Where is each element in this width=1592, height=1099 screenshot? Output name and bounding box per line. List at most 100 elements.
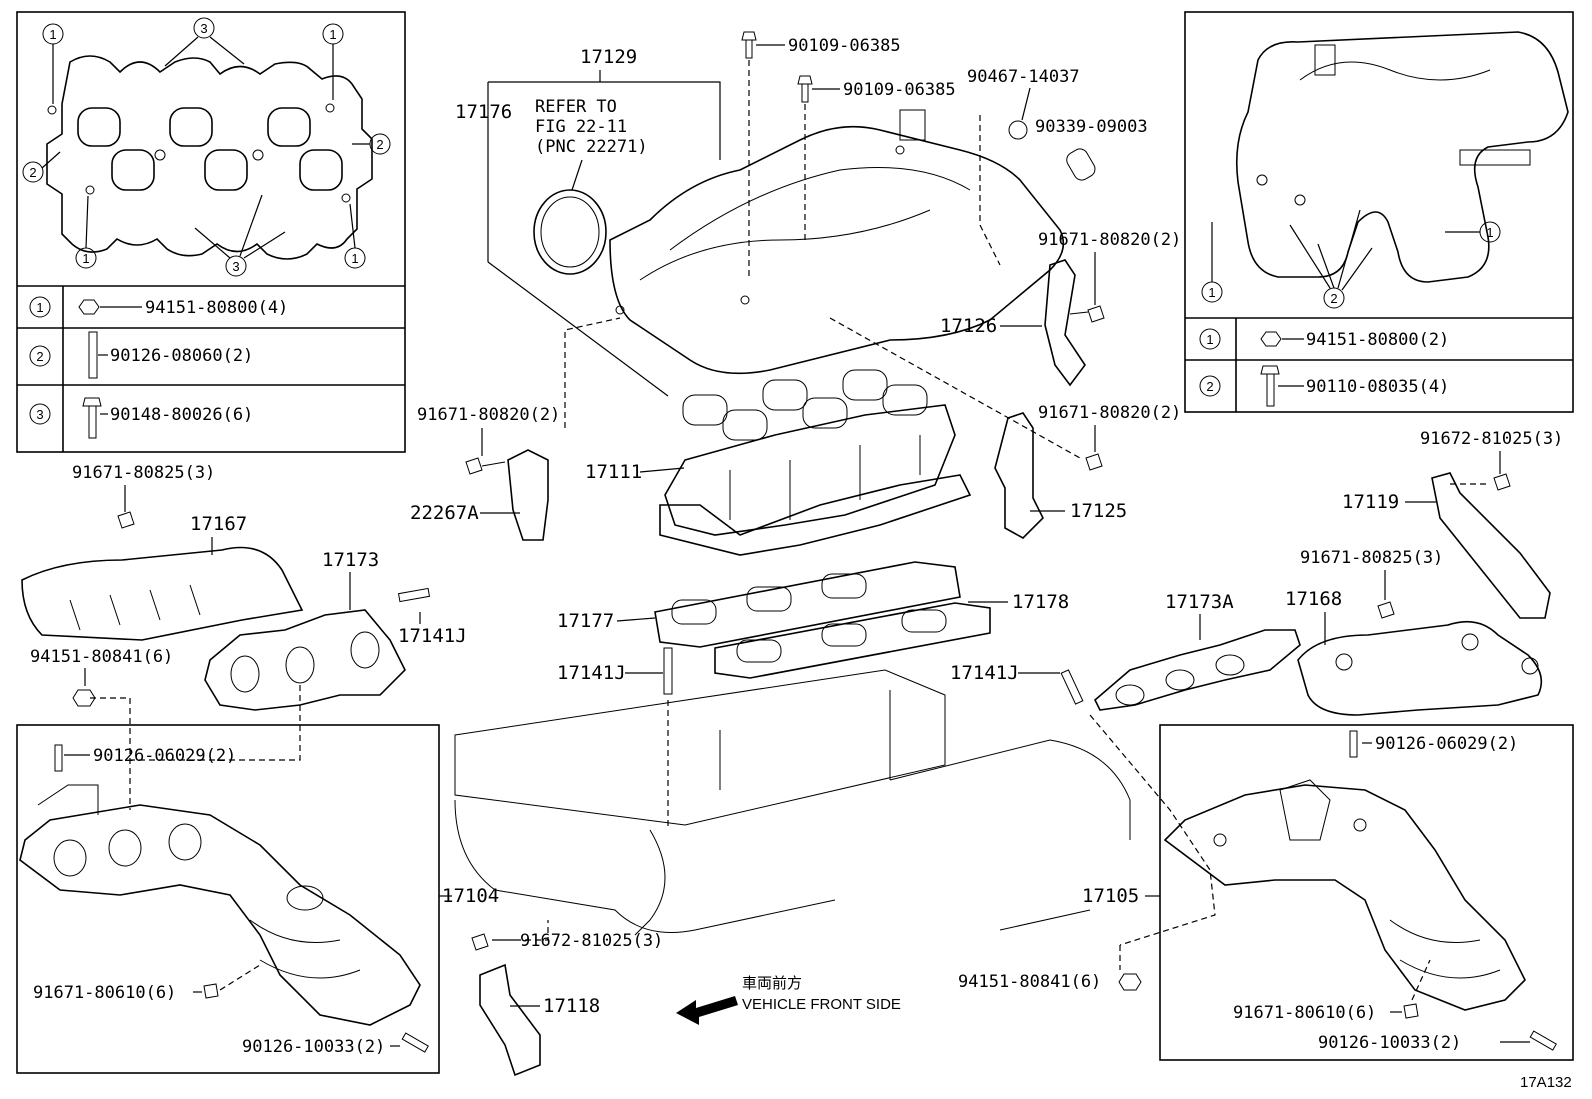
label-17168: 17168 bbox=[1285, 588, 1342, 610]
bracket-17125 bbox=[994, 412, 1044, 539]
stud-90126-06029-b bbox=[1349, 730, 1358, 758]
arrow-left-icon bbox=[676, 996, 738, 1025]
inset-left: 1 3 1 2 2 1 3 1 bbox=[16, 11, 406, 453]
exhaust-manifold-box-right bbox=[1159, 724, 1574, 1061]
legend-row-1: 1 94151-80800(2) bbox=[1199, 328, 1449, 350]
svg-text:車両前方: 車両前方 bbox=[742, 975, 802, 992]
label-17141J-left: 17141J bbox=[398, 625, 467, 647]
svg-text:94151-80800(4): 94151-80800(4) bbox=[145, 298, 288, 318]
bracket-22267A bbox=[507, 449, 549, 541]
label-91672-81025: 91672-81025(3) bbox=[520, 931, 663, 951]
callout-2-right: 2 bbox=[352, 133, 391, 155]
callout-1-bottomleft: 1 bbox=[75, 195, 97, 269]
label-17119: 17119 bbox=[1342, 491, 1399, 513]
bracket-17126 bbox=[1044, 259, 1086, 387]
bolt-91671-80610-a bbox=[203, 983, 219, 999]
callout-3-bottom: 3 bbox=[194, 194, 286, 277]
refer-note: REFER TO FIG 22-11 (PNC 22271) bbox=[535, 97, 648, 157]
svg-text:1: 1 bbox=[329, 27, 336, 42]
svg-text:2: 2 bbox=[376, 137, 383, 152]
callout-1-topleft: 1 bbox=[42, 23, 64, 104]
bolt-icon bbox=[82, 397, 102, 439]
svg-text:(PNC 22271): (PNC 22271) bbox=[535, 137, 648, 157]
svg-text:2: 2 bbox=[29, 165, 36, 180]
svg-text:1: 1 bbox=[1486, 225, 1493, 240]
bolt-91672-81025 bbox=[471, 933, 489, 951]
label-22267A: 22267A bbox=[410, 502, 479, 524]
callout-1-bottomright: 1 bbox=[344, 203, 366, 269]
svg-text:2: 2 bbox=[36, 349, 43, 364]
svg-text:94151-80800(2): 94151-80800(2) bbox=[1306, 330, 1449, 350]
bolt-91671-80825-a bbox=[117, 511, 135, 529]
inset-left-frame bbox=[16, 11, 406, 453]
label-17126: 17126 bbox=[940, 315, 997, 337]
clamp bbox=[1008, 120, 1028, 140]
exhaust-gasket-17173A bbox=[1094, 629, 1301, 711]
inset-right: 1 1 2 1 94151-80800(2) 2 901 bbox=[1184, 11, 1574, 413]
label-91672-81025-top: 91672-81025(3) bbox=[1420, 429, 1563, 449]
bolt-icon bbox=[1260, 365, 1280, 407]
label-91671-80825-b: 91671-80825(3) bbox=[1300, 548, 1443, 568]
callout-2-left: 2 bbox=[22, 151, 61, 183]
label-90467-14037: 90467-14037 bbox=[967, 67, 1080, 87]
stud-90126-10033-b bbox=[1529, 1030, 1557, 1051]
bolt-91672-81025-top bbox=[1493, 473, 1511, 491]
nut-icon bbox=[1260, 331, 1282, 347]
bolt-91671-80825-b bbox=[1377, 601, 1395, 619]
label-17173: 17173 bbox=[322, 549, 379, 571]
legend-row-2: 2 90110-08035(4) bbox=[1199, 365, 1449, 407]
svg-text:REFER TO: REFER TO bbox=[535, 97, 617, 117]
svg-text:3: 3 bbox=[232, 259, 239, 274]
callout-1-left: 1 bbox=[1201, 222, 1223, 303]
label-90109-a: 90109-06385 bbox=[788, 36, 901, 56]
label-17178: 17178 bbox=[1012, 591, 1069, 613]
bolt-90109-b bbox=[797, 75, 840, 240]
label-94151-80841-a: 94151-80841(6) bbox=[30, 647, 173, 667]
legend-row-1: 1 94151-80800(4) bbox=[29, 296, 288, 318]
svg-text:90110-08035(4): 90110-08035(4) bbox=[1306, 377, 1449, 397]
svg-text:VEHICLE FRONT SIDE: VEHICLE FRONT SIDE bbox=[742, 996, 901, 1013]
label-17177: 17177 bbox=[557, 610, 614, 632]
exhaust-manifold-drawing bbox=[1235, 31, 1569, 283]
svg-text:1: 1 bbox=[49, 27, 56, 42]
stud-90126-06029-a bbox=[54, 744, 63, 772]
intake-gasket-drawing bbox=[46, 55, 373, 260]
label-91671-80610-b: 91671-80610(6) bbox=[1233, 1003, 1376, 1023]
bolt-91671-80820-b bbox=[465, 457, 506, 475]
label-90126-06029-a: 90126-06029(2) bbox=[93, 746, 236, 766]
svg-text:1: 1 bbox=[36, 300, 43, 315]
intake-gasket-upper bbox=[682, 369, 928, 441]
svg-text:1: 1 bbox=[351, 251, 358, 266]
label-90339-09003: 90339-09003 bbox=[1035, 117, 1148, 137]
callout-3-top: 3 bbox=[164, 17, 245, 67]
svg-text:1: 1 bbox=[82, 251, 89, 266]
label-17173A: 17173A bbox=[1165, 591, 1234, 613]
inset-right-frame bbox=[1184, 11, 1574, 413]
label-90126-10033-a: 90126-10033(2) bbox=[242, 1037, 385, 1057]
exhaust-gasket-17173 bbox=[204, 609, 406, 711]
callout-1-topright: 1 bbox=[322, 23, 344, 100]
svg-text:3: 3 bbox=[200, 21, 207, 36]
label-17111: 17111 bbox=[585, 461, 642, 483]
svg-text:90148-80026(6): 90148-80026(6) bbox=[110, 405, 253, 425]
gasket-17177 bbox=[654, 561, 961, 648]
stud-17141J-left bbox=[397, 587, 431, 603]
svg-text:90126-08060(2): 90126-08060(2) bbox=[110, 346, 253, 366]
label-91671-80610-a: 91671-80610(6) bbox=[33, 983, 176, 1003]
label-17141J-right: 17141J bbox=[950, 662, 1019, 684]
label-17104: 17104 bbox=[442, 885, 499, 907]
label-90109-b: 90109-06385 bbox=[843, 80, 956, 100]
svg-text:2: 2 bbox=[1330, 291, 1337, 306]
bolt-91671-80820-c bbox=[1085, 453, 1103, 471]
upper-intake-manifold bbox=[609, 109, 1065, 375]
label-17129: 17129 bbox=[580, 46, 637, 68]
exhaust-manifold-17104 bbox=[19, 784, 421, 1026]
svg-text:FIG 22-11: FIG 22-11 bbox=[535, 117, 627, 137]
label-17167: 17167 bbox=[190, 513, 247, 535]
legend-row-2: 2 90126-08060(2) bbox=[29, 331, 253, 379]
exhaust-manifold-box-left bbox=[16, 724, 440, 1074]
nut-icon bbox=[78, 299, 100, 315]
bolt-90109-a bbox=[741, 31, 785, 280]
label-91671-80820-a: 91671-80820(2) bbox=[1038, 230, 1181, 250]
